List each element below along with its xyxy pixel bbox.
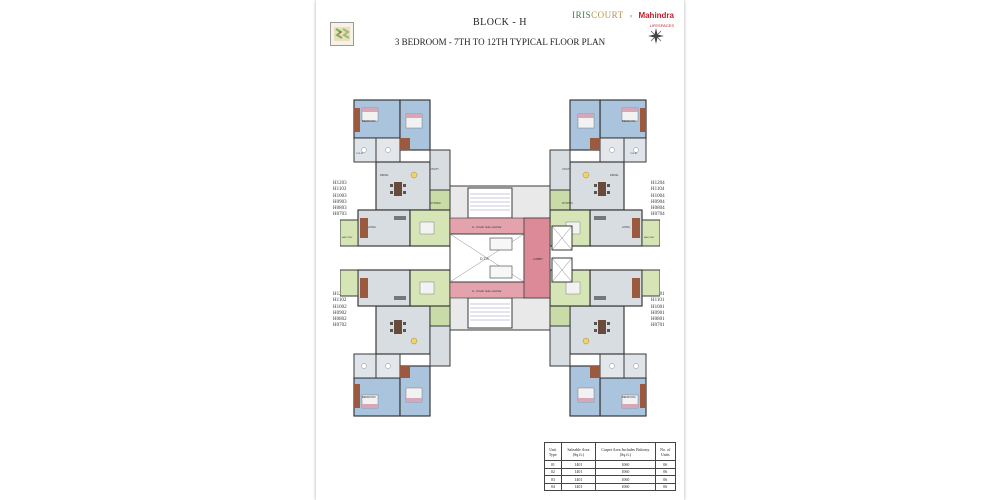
- bedroom-label: BEDROOM: [622, 119, 635, 123]
- unit-id: H1102: [333, 298, 347, 304]
- living-label: LIVING: [622, 226, 630, 229]
- table-header-row: Unit Type Saleable Area (Sq.ft.) Carpet …: [544, 442, 677, 461]
- table-cell: 1401: [560, 482, 597, 491]
- dining-label: DINING: [610, 174, 619, 177]
- north-compass-icon: [648, 28, 664, 44]
- toilet-label: TOILET: [630, 153, 638, 155]
- unit-id: H1104: [651, 187, 665, 193]
- table-row: 04 1401 1060 06: [544, 482, 677, 491]
- unit-id: H0904: [651, 199, 665, 205]
- col-unit-type: Unit Type: [544, 442, 562, 461]
- unit-id: H0804: [651, 206, 665, 212]
- key-plan-thumbnail: [330, 22, 354, 46]
- col-carpet-area: Carpet Area Includes Balcony (Sq.ft.): [595, 442, 656, 461]
- unit-id: H0703: [333, 212, 347, 218]
- bedroom-label: BEDROOM: [362, 119, 375, 123]
- bedroom-label: BEDROOM: [622, 395, 635, 399]
- unit-id: H0901: [651, 310, 665, 316]
- table-cell: 04: [544, 482, 562, 491]
- corridor-top-label: A - Fresh side corridor: [472, 225, 502, 229]
- unit-list-left-top: H1203 H1103 H1003 H0903 H0803 H0703: [333, 181, 347, 219]
- balcony-label: BALCONY: [342, 236, 353, 239]
- iris-court-logo: IRISCOURT: [572, 10, 624, 20]
- col-no-of-units: No. of Units: [654, 442, 677, 461]
- utility-label: UTILITY: [430, 168, 439, 171]
- corridor-bottom-label: A - Fresh side corridor: [472, 289, 502, 293]
- table-cell: 06: [654, 482, 677, 491]
- living-label: LIVING: [368, 226, 376, 229]
- table-cell: 1401: [560, 467, 597, 476]
- bedroom-label: BEDROOM: [362, 395, 375, 399]
- table-cell: 1060: [595, 475, 656, 484]
- unit-list-left-bottom: H1202 H1102 H1002 H0902 H0802 H0702: [333, 292, 347, 330]
- balcony-label: BALCONY: [644, 236, 655, 239]
- mahindra-sublogo: LIFESPACES: [649, 23, 674, 28]
- table-cell: 02: [544, 467, 562, 476]
- mahindra-logo: Mahindra: [638, 11, 674, 20]
- unit-id: H0903: [333, 199, 347, 205]
- plan-title: 3 BEDROOM - 7TH TO 12TH TYPICAL FLOOR PL…: [394, 37, 606, 47]
- table-cell: 1060: [595, 467, 656, 476]
- dts-label: D.T.S: [480, 257, 489, 261]
- unit-id: H0803: [333, 206, 347, 212]
- area-table: Unit Type Saleable Area (Sq.ft.) Carpet …: [544, 442, 677, 491]
- unit-id: H0701: [651, 323, 665, 329]
- logo-separator: ×: [629, 15, 633, 20]
- brand-logos: IRISCOURT × Mahindra LIFESPACES: [572, 5, 674, 28]
- toilet-label: TOILET: [356, 153, 364, 155]
- table-row: 03 1401 1060 06: [544, 475, 677, 484]
- table-cell: 1060: [595, 460, 656, 469]
- unit-id: H0702: [333, 323, 347, 329]
- unit-id: H1002: [333, 304, 347, 310]
- unit-id: H1203: [333, 181, 347, 186]
- table-cell: 06: [654, 467, 677, 476]
- unit-id: H1003: [333, 193, 347, 199]
- unit-id: H1101: [651, 298, 665, 304]
- dining-label: DINING: [380, 174, 389, 177]
- unit-id: H1001: [651, 304, 665, 310]
- lobby-label: LOBBY: [533, 257, 543, 261]
- unit-id: H1202: [333, 292, 347, 298]
- unit-id: H1204: [651, 181, 665, 186]
- table-cell: 01: [544, 460, 562, 469]
- block-title: BLOCK - H: [473, 17, 527, 28]
- unit-id: H0802: [333, 317, 347, 323]
- table-cell: 06: [654, 475, 677, 484]
- unit-id: H1004: [651, 193, 665, 199]
- col-saleable-area: Saleable Area (Sq.ft.): [560, 442, 597, 461]
- table-row: 01 1401 1060 06: [544, 460, 677, 469]
- unit-id: H0801: [651, 317, 665, 323]
- floor-plan-drawing: D.T.S LOBBY A - Fresh side corridor A - …: [340, 99, 660, 417]
- unit-list-right-top: H1204 H1104 H1004 H0904 H0804 H0704: [651, 181, 665, 219]
- floor-plan-sheet: IRISCOURT × Mahindra LIFESPACES BLOCK - …: [316, 0, 684, 500]
- utility-label: UTILITY: [562, 168, 571, 171]
- table-cell: 1401: [560, 475, 597, 484]
- table-cell: 1401: [560, 460, 597, 469]
- table-row: 02 1401 1060 06: [544, 467, 677, 476]
- kitchen-label: KITCHEN: [562, 202, 573, 205]
- table-cell: 03: [544, 475, 562, 484]
- table-cell: 06: [654, 460, 677, 469]
- kitchen-label: KITCHEN: [430, 202, 441, 205]
- unit-id: H0704: [651, 212, 665, 218]
- unit-id: H1103: [333, 187, 347, 193]
- table-cell: 1060: [595, 482, 656, 491]
- unit-id: H0902: [333, 310, 347, 316]
